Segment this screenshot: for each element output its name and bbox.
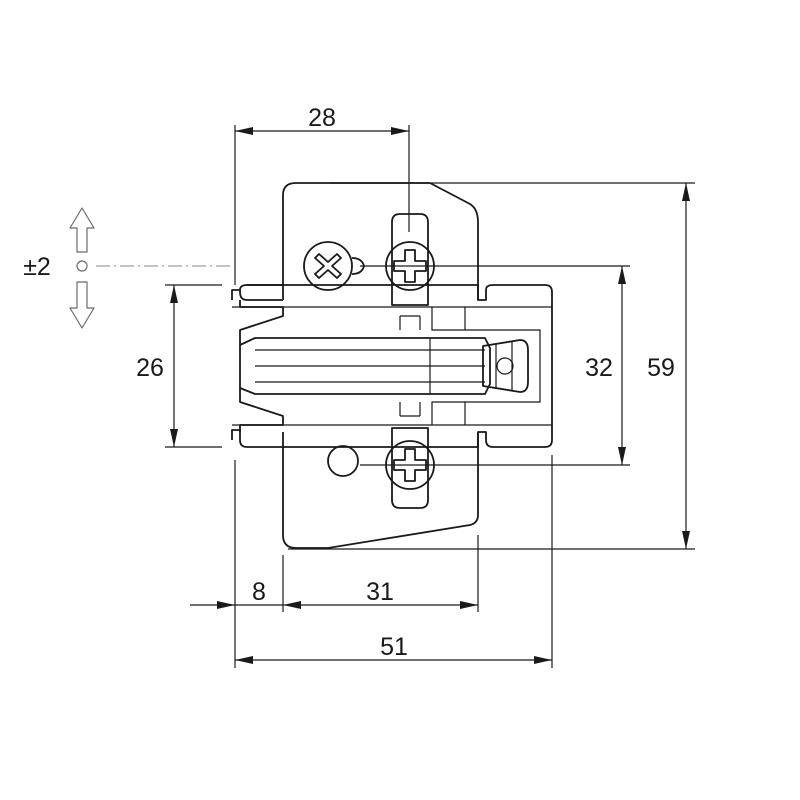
adjustment-indicator: ±2 bbox=[23, 207, 232, 329]
dim-label-26: 26 bbox=[136, 354, 164, 382]
dim-label-31: 31 bbox=[366, 578, 394, 606]
cam-wedge bbox=[239, 337, 491, 395]
body-outline bbox=[231, 284, 553, 448]
plate-outline bbox=[282, 182, 479, 549]
dimension-top-28: 28 bbox=[234, 104, 410, 285]
phillips-screw-lower-icon bbox=[385, 440, 435, 490]
dim-label-51: 51 bbox=[380, 633, 408, 661]
dim-label-32: 32 bbox=[585, 354, 613, 382]
dim-label-adjustment: ±2 bbox=[23, 253, 51, 281]
adjust-down-arrow-icon bbox=[69, 281, 95, 329]
screw-slot-upper bbox=[391, 213, 429, 306]
groove-upper bbox=[239, 300, 284, 345]
dim-label-28: 28 bbox=[308, 104, 336, 132]
dimension-bottom-51: 51 bbox=[235, 455, 553, 668]
slide-body bbox=[231, 284, 283, 301]
dimension-right-59: 59 bbox=[288, 182, 695, 550]
pozidriv-screw-icon bbox=[303, 241, 365, 291]
adjust-up-arrow-icon bbox=[69, 207, 95, 253]
screw-slot-lower bbox=[391, 427, 429, 509]
groove-lower bbox=[239, 388, 284, 432]
plate-hole bbox=[327, 445, 359, 477]
adjust-center-icon bbox=[76, 260, 88, 272]
dim-label-59: 59 bbox=[647, 354, 675, 382]
dimension-bottom-8-31: 8 31 bbox=[190, 460, 479, 668]
dim-label-8: 8 bbox=[252, 578, 266, 606]
phillips-screw-upper-icon bbox=[385, 241, 435, 291]
dimension-right-32: 32 bbox=[360, 265, 630, 466]
cam-eccentric bbox=[482, 339, 529, 393]
dimension-left-26: 26 bbox=[136, 284, 222, 448]
mounting-plate bbox=[231, 182, 553, 549]
